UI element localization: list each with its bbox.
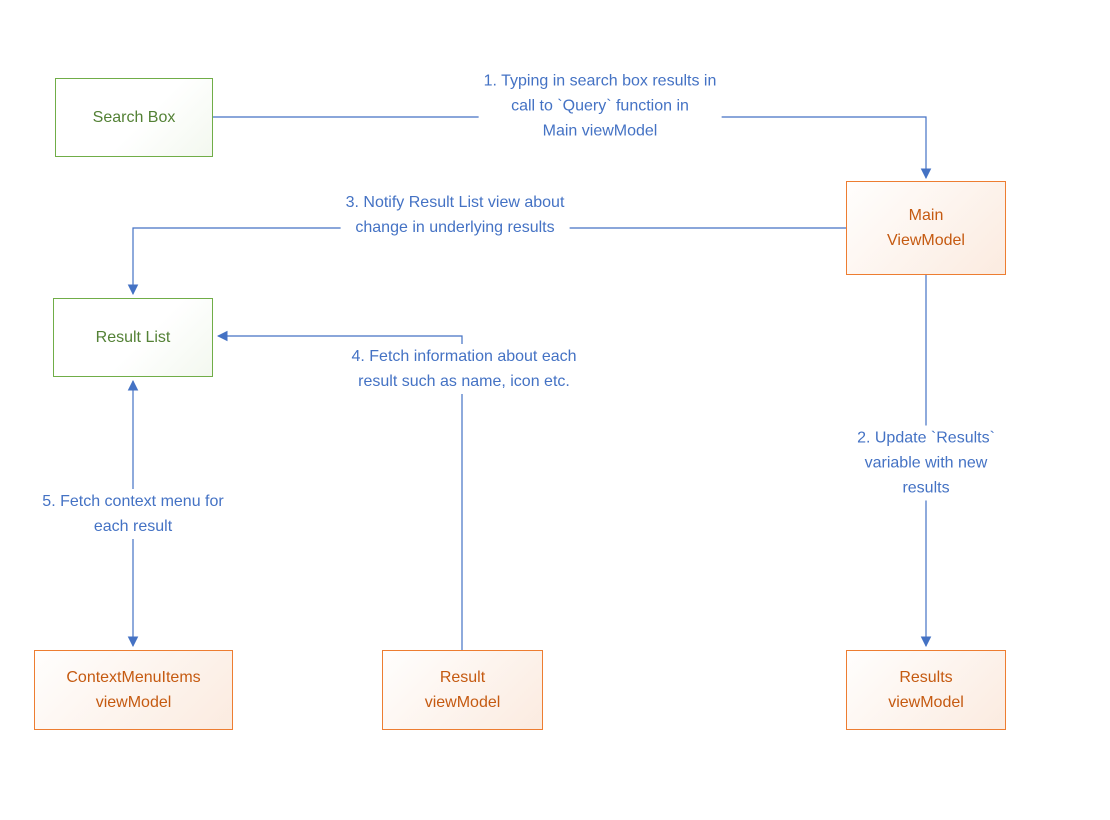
edge-4-line [216,330,463,650]
edge-label-4: 4. Fetch information about each result s… [346,344,582,394]
edge-1-line [213,116,932,180]
node-search-box-label: Search Box [92,109,176,126]
node-result-viewmodel: Result viewModel [382,650,543,730]
node-result-list: Result List [53,298,213,377]
edge-label-3: 3. Notify Result List view about change … [340,190,570,240]
edge-label-1: 1. Typing in search box results in call … [478,68,722,144]
node-search-box: Search Box [55,78,213,157]
edge-3-line [127,227,846,296]
node-results-viewmodel: Results viewModel [846,650,1006,730]
node-result-list-label: Result List [95,329,171,346]
edge-label-5: 5. Fetch context menu for each result [37,489,229,539]
node-main-viewmodel-label: Main ViewModel [887,207,965,249]
edge-label-2: 2. Update `Results` variable with new re… [834,425,1018,501]
node-contextmenuitems-viewmodel: ContextMenuItems viewModel [34,650,233,730]
node-main-viewmodel: Main ViewModel [846,181,1006,275]
node-results-viewmodel-label: Results viewModel [888,669,964,711]
node-result-viewmodel-label: Result viewModel [424,669,501,711]
node-contextmenuitems-viewmodel-label: ContextMenuItems viewModel [66,669,201,711]
